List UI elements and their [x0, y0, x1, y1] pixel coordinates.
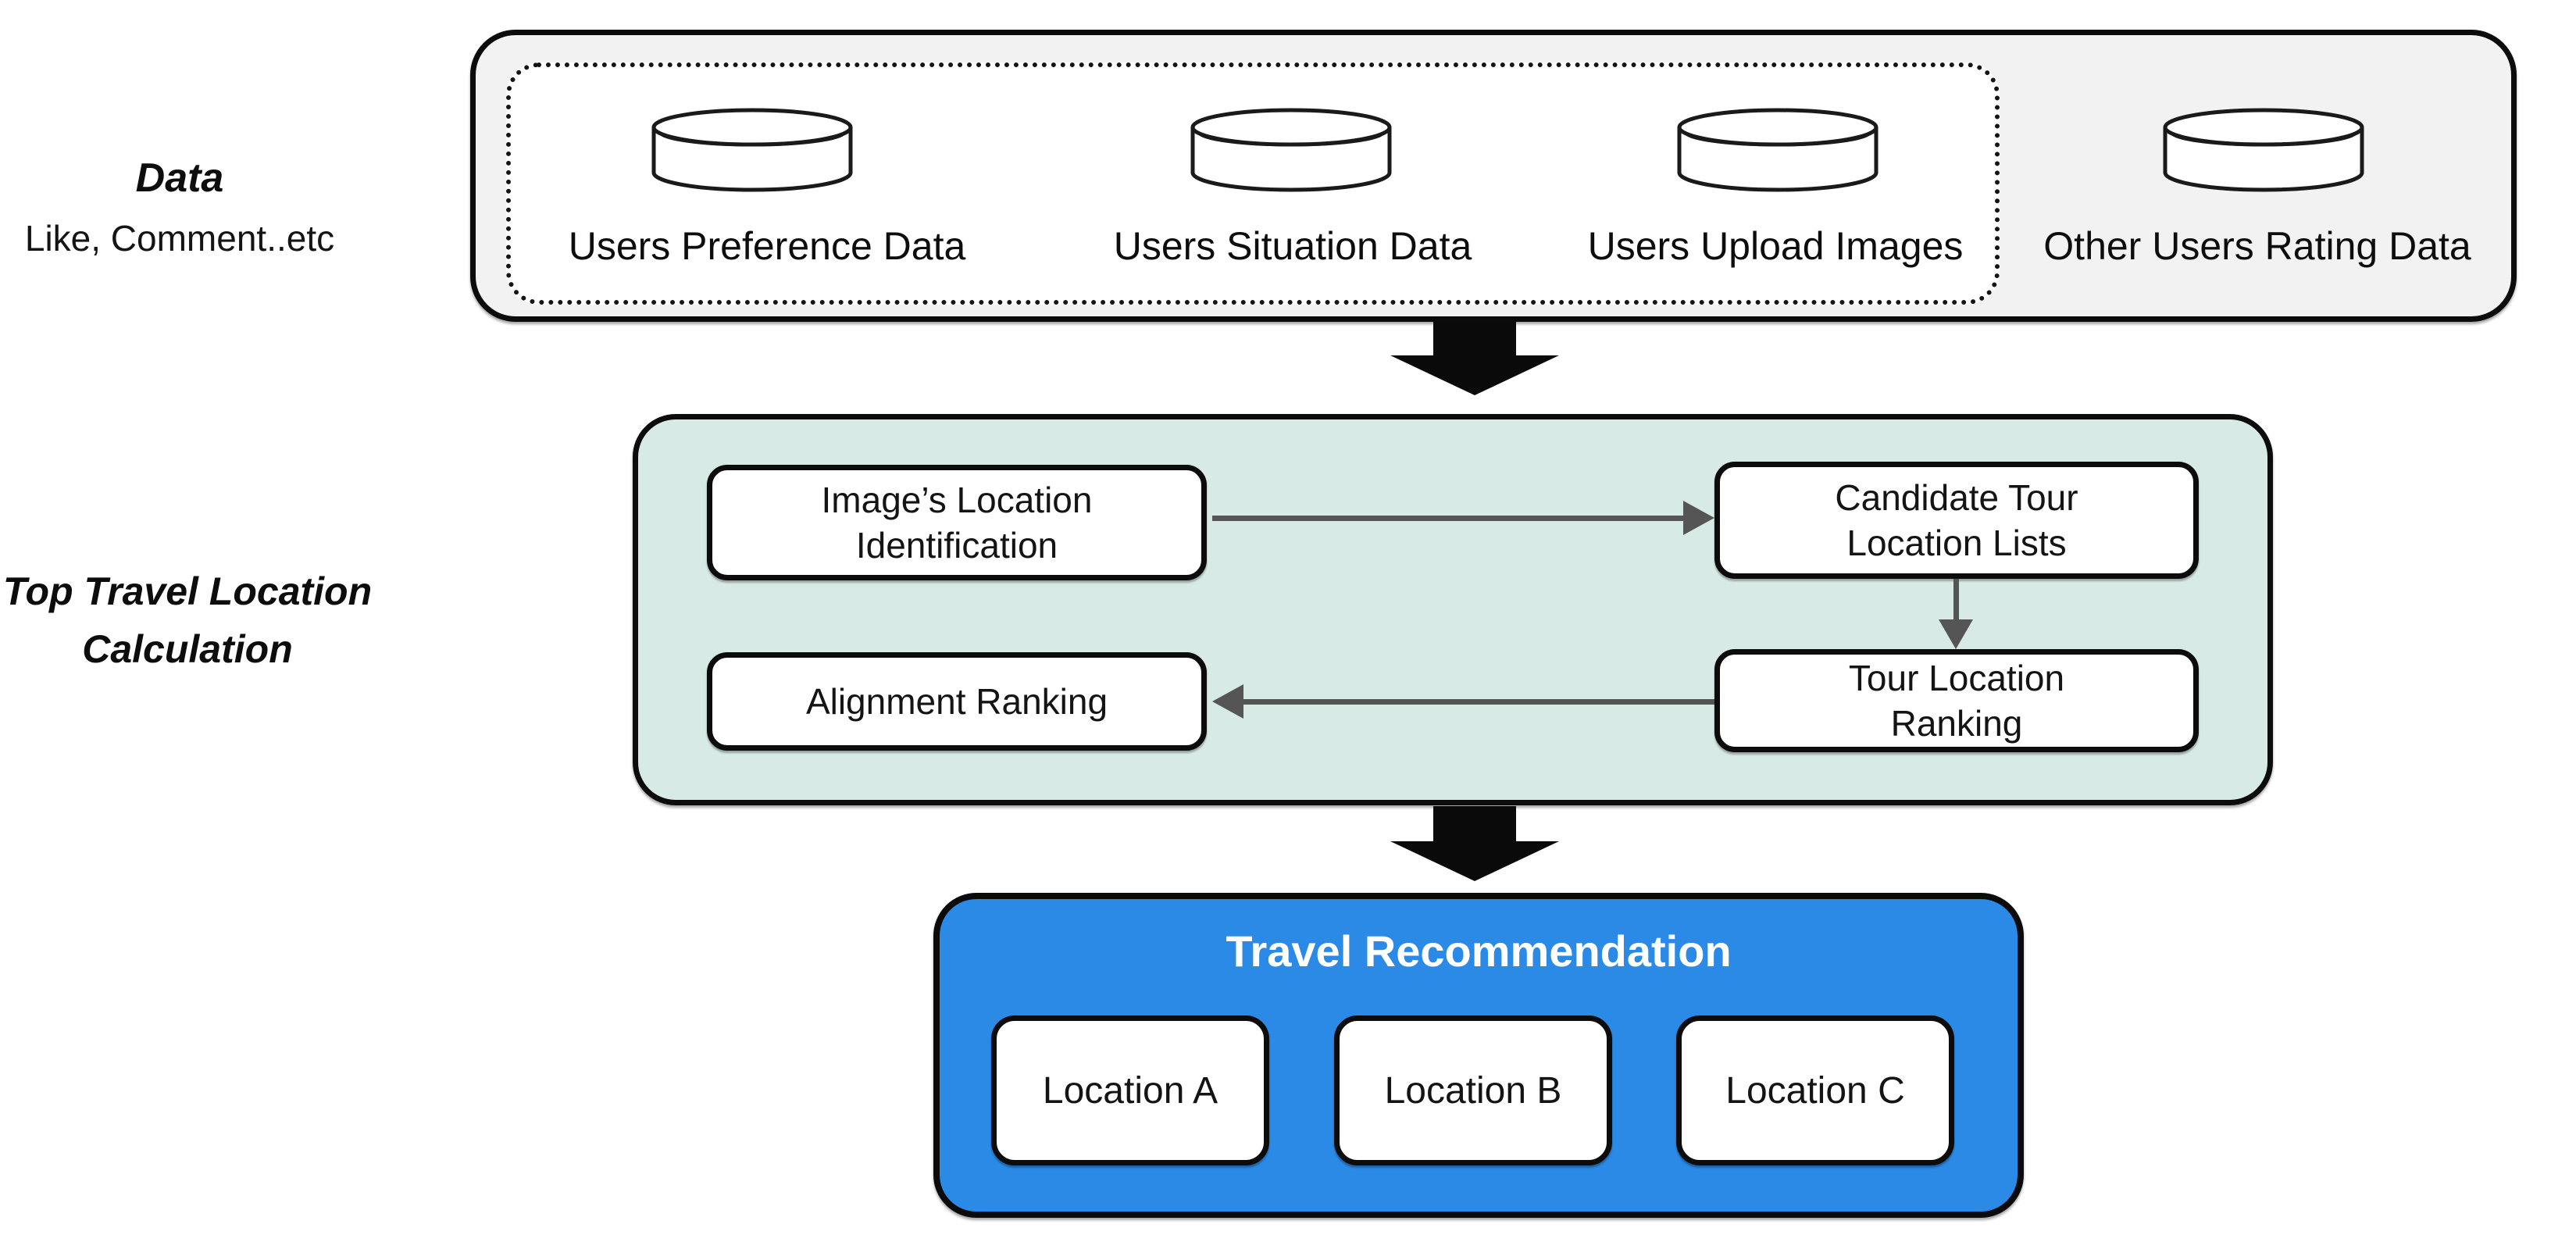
location-box-a: Location A	[991, 1015, 1269, 1165]
data-section-title: Data	[135, 155, 224, 201]
database-cylinder-icon	[1677, 108, 1878, 192]
location-box-b: Location B	[1334, 1015, 1612, 1165]
block-arrow-down-icon	[1390, 806, 1559, 881]
location-box-c: Location C	[1676, 1015, 1954, 1165]
arrow-down-icon	[1939, 579, 1973, 649]
process-box-text: Identification	[855, 525, 1058, 566]
data-source-label: Other Users Rating Data	[2043, 224, 2471, 268]
data-source-label: Users Situation Data	[1113, 224, 1472, 268]
process-box-text: Candidate Tour	[1835, 477, 2078, 518]
arrow-left-icon	[1212, 684, 1714, 719]
travel-recommendation-container: Travel Recommendation Location A Locatio…	[933, 893, 2024, 1218]
process-box-text: Tour Location	[1848, 658, 2065, 698]
process-box-image-location-identification: Image’s Location Identification	[707, 465, 1207, 580]
data-source-label: Users Upload Images	[1587, 224, 1964, 268]
database-cylinder-icon	[651, 108, 853, 192]
calculation-title-line1: Top Travel Location	[2, 569, 373, 613]
process-box-text: Location Lists	[1846, 523, 2067, 563]
process-box-alignment-ranking: Alignment Ranking	[707, 652, 1207, 751]
process-box-text: Alignment Ranking	[805, 681, 1108, 722]
calculation-section-title: Top Travel Location Calculation	[0, 562, 375, 678]
location-label: Location A	[1042, 1069, 1218, 1112]
arrow-right-icon	[1212, 501, 1714, 535]
data-source-label: Users Preference Data	[568, 224, 966, 268]
process-box-candidate-tour-location-lists: Candidate Tour Location Lists	[1714, 462, 2199, 579]
process-box-text: Image’s Location	[821, 480, 1093, 520]
database-cylinder-icon	[2163, 108, 2364, 192]
travel-recommendation-title: Travel Recommendation	[1226, 926, 1732, 976]
calculation-title-line2: Calculation	[82, 627, 293, 671]
location-label: Location B	[1384, 1069, 1562, 1112]
data-section-subtitle: Like, Comment..etc	[24, 218, 335, 259]
block-arrow-down-icon	[1390, 320, 1559, 395]
process-box-tour-location-ranking: Tour Location Ranking	[1714, 649, 2199, 752]
location-label: Location C	[1725, 1069, 1905, 1112]
database-cylinder-icon	[1190, 108, 1392, 192]
process-box-text: Ranking	[1890, 703, 2023, 744]
